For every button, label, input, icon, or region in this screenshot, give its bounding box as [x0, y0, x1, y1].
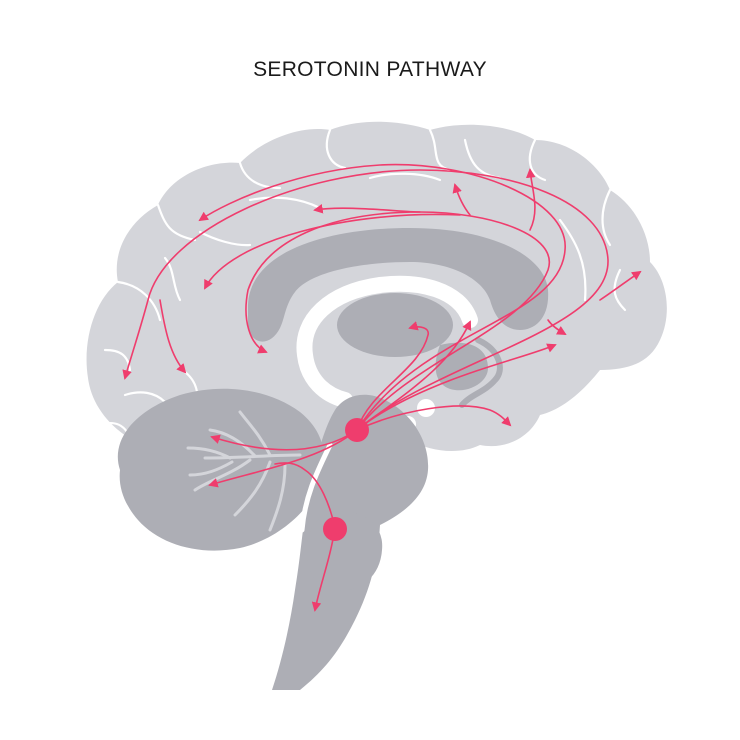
raphe-nucleus-upper: [345, 418, 369, 442]
cerebellum-arbor-vitae: [186, 410, 302, 532]
fornix: [296, 275, 478, 408]
pituitary-stalk: [459, 337, 503, 408]
thalamus: [337, 293, 453, 357]
mammillary-body: [417, 399, 435, 417]
cerebellum: [117, 388, 325, 551]
cortex-sulci: [98, 128, 627, 440]
raphe-nucleus-lower: [323, 517, 347, 541]
diagram-title: SEROTONIN PATHWAY: [253, 58, 487, 81]
corpus-callosum: [248, 228, 549, 342]
fourth-ventricle-gap: [299, 442, 333, 533]
serotonin-projections: [122, 163, 642, 612]
